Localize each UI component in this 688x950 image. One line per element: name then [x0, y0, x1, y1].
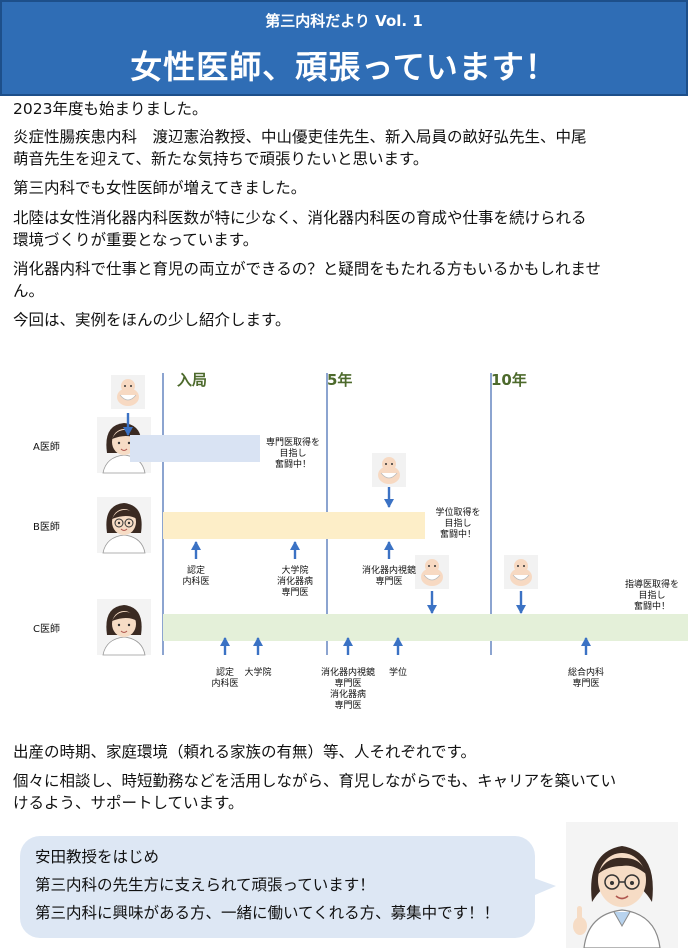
b-event-arrow-0-head — [191, 541, 201, 550]
intro-line-4: 第三内科でも女性医師が増えてきました。 — [13, 179, 307, 197]
outro-line-2: 個々に相談し、時短勤務などを活用しながら、育児しながらでも、キャリアを築いてい — [13, 772, 617, 790]
bar-note-0-2: 奮闘中！ — [275, 458, 311, 470]
c-event-label-2-2: 消化器病 — [330, 688, 366, 700]
bar-note-0-0: 専門医取得を — [266, 436, 320, 448]
baby-icon-0 — [111, 375, 145, 409]
c-event-label-2-1: 専門医 — [334, 677, 361, 689]
b-event-label-2-0: 消化器内視鏡 — [362, 564, 416, 576]
c-event-label-4-0: 総合内科 — [568, 666, 604, 678]
female-doctor-illustration — [566, 822, 678, 948]
c-event-arrow-1-head — [253, 637, 263, 646]
intro-line-3: 萌音先生を迎えて、新たな気持ちで頑張りたいと思います。 — [13, 150, 429, 168]
bar-note-2-2: 奮闘中！ — [634, 600, 670, 612]
baby-icon-1 — [372, 453, 406, 487]
intro-line-5: 北陸は女性消化器内科医数が特に少なく、消化器内科医の育成や仕事を続けられる — [13, 209, 587, 227]
bar-note-2-1: 目指し — [638, 589, 665, 601]
birth-arrow-1-head — [384, 499, 394, 508]
bar-note-1-0: 学位取得を — [435, 506, 480, 518]
intro-line-1: 2023年度も始まりました。 — [13, 100, 208, 118]
intro-line-8: ん。 — [13, 282, 45, 300]
c-event-label-0-1: 内科医 — [211, 677, 238, 689]
c-event-label-2-0: 消化器内視鏡 — [321, 666, 375, 678]
milestone-label-0: 入局 — [177, 371, 207, 389]
c-event-label-0-0: 認定 — [216, 666, 234, 678]
c-event-label-1-0: 大学院 — [244, 666, 271, 678]
intro-line-2: 炎症性腸疾患内科 渡辺憲治教授、中山優吏佳先生、新入局員の畝好弘先生、中尾 — [13, 128, 587, 146]
newsletter-issue: 第三内科だより Vol. 1 — [265, 12, 423, 30]
birth-arrow-0-head — [123, 427, 133, 436]
milestone-label-1: 5年 — [327, 371, 352, 389]
b-event-label-0-1: 内科医 — [182, 575, 209, 587]
bar-note-1-2: 奮闘中！ — [440, 528, 476, 540]
c-event-label-4-1: 専門医 — [572, 677, 599, 689]
bar-note-0-1: 目指し — [279, 447, 306, 459]
career-bar-0 — [130, 435, 260, 462]
career-bar-1 — [163, 512, 425, 539]
birth-arrow-3-head — [516, 605, 526, 614]
callout-line-1: 安田教授をはじめ — [35, 848, 160, 866]
b-event-label-1-0: 大学院 — [281, 564, 308, 576]
row-label-2: C医師 — [33, 622, 60, 635]
birth-arrow-2-head — [427, 605, 437, 614]
intro-line-9: 今回は、実例をほんの少し紹介します。 — [13, 311, 291, 329]
bar-note-2-0: 指導医取得を — [625, 578, 679, 590]
milestone-label-2: 10年 — [491, 371, 527, 389]
b-event-label-2-1: 専門医 — [375, 575, 402, 587]
row-label-0: A医師 — [33, 440, 60, 453]
newsletter-header: 第三内科だより Vol. 1 女性医師、頑張っています！ — [0, 0, 688, 96]
b-event-label-1-2: 専門医 — [281, 586, 308, 598]
b-event-label-1-1: 消化器病 — [277, 575, 313, 587]
baby-icon-3 — [504, 555, 538, 589]
outro-line-3: けるよう、サポートしています。 — [13, 794, 244, 812]
b-event-label-0-0: 認定 — [187, 564, 205, 576]
page-title: 女性医師、頑張っています！ — [130, 48, 558, 86]
doctor-avatar-1 — [97, 497, 151, 554]
speech-bubble-tail — [528, 876, 556, 898]
callout-line-3: 第三内科に興味がある方、一緒に働いてくれる方、募集中です！！ — [35, 904, 500, 922]
outro-line-1: 出産の時期、家庭環境（頼れる家族の有無）等、人それぞれです。 — [13, 743, 476, 761]
intro-line-7: 消化器内科で仕事と育児の両立ができるの？と疑問をもたれる方もいるかもしれませ — [13, 260, 601, 278]
baby-icon-2 — [415, 555, 449, 589]
b-event-arrow-1-head — [290, 541, 300, 550]
c-event-label-3-0: 学位 — [389, 666, 407, 678]
doctor-avatar-2 — [97, 599, 151, 656]
row-label-1: B医師 — [33, 520, 60, 533]
c-event-arrow-2-head — [343, 637, 353, 646]
bar-note-1-1: 目指し — [444, 517, 471, 529]
career-bar-2 — [163, 614, 688, 641]
c-event-arrow-4-head — [581, 637, 591, 646]
b-event-arrow-2-head — [384, 541, 394, 550]
c-event-arrow-0-head — [220, 637, 230, 646]
callout-line-2: 第三内科の先生方に支えられて頑張っています！ — [35, 876, 375, 894]
speech-bubble — [20, 836, 535, 938]
c-event-arrow-3-head — [393, 637, 403, 646]
c-event-label-2-3: 専門医 — [334, 699, 361, 711]
intro-line-6: 環境づくりが重要となっています。 — [13, 231, 259, 249]
